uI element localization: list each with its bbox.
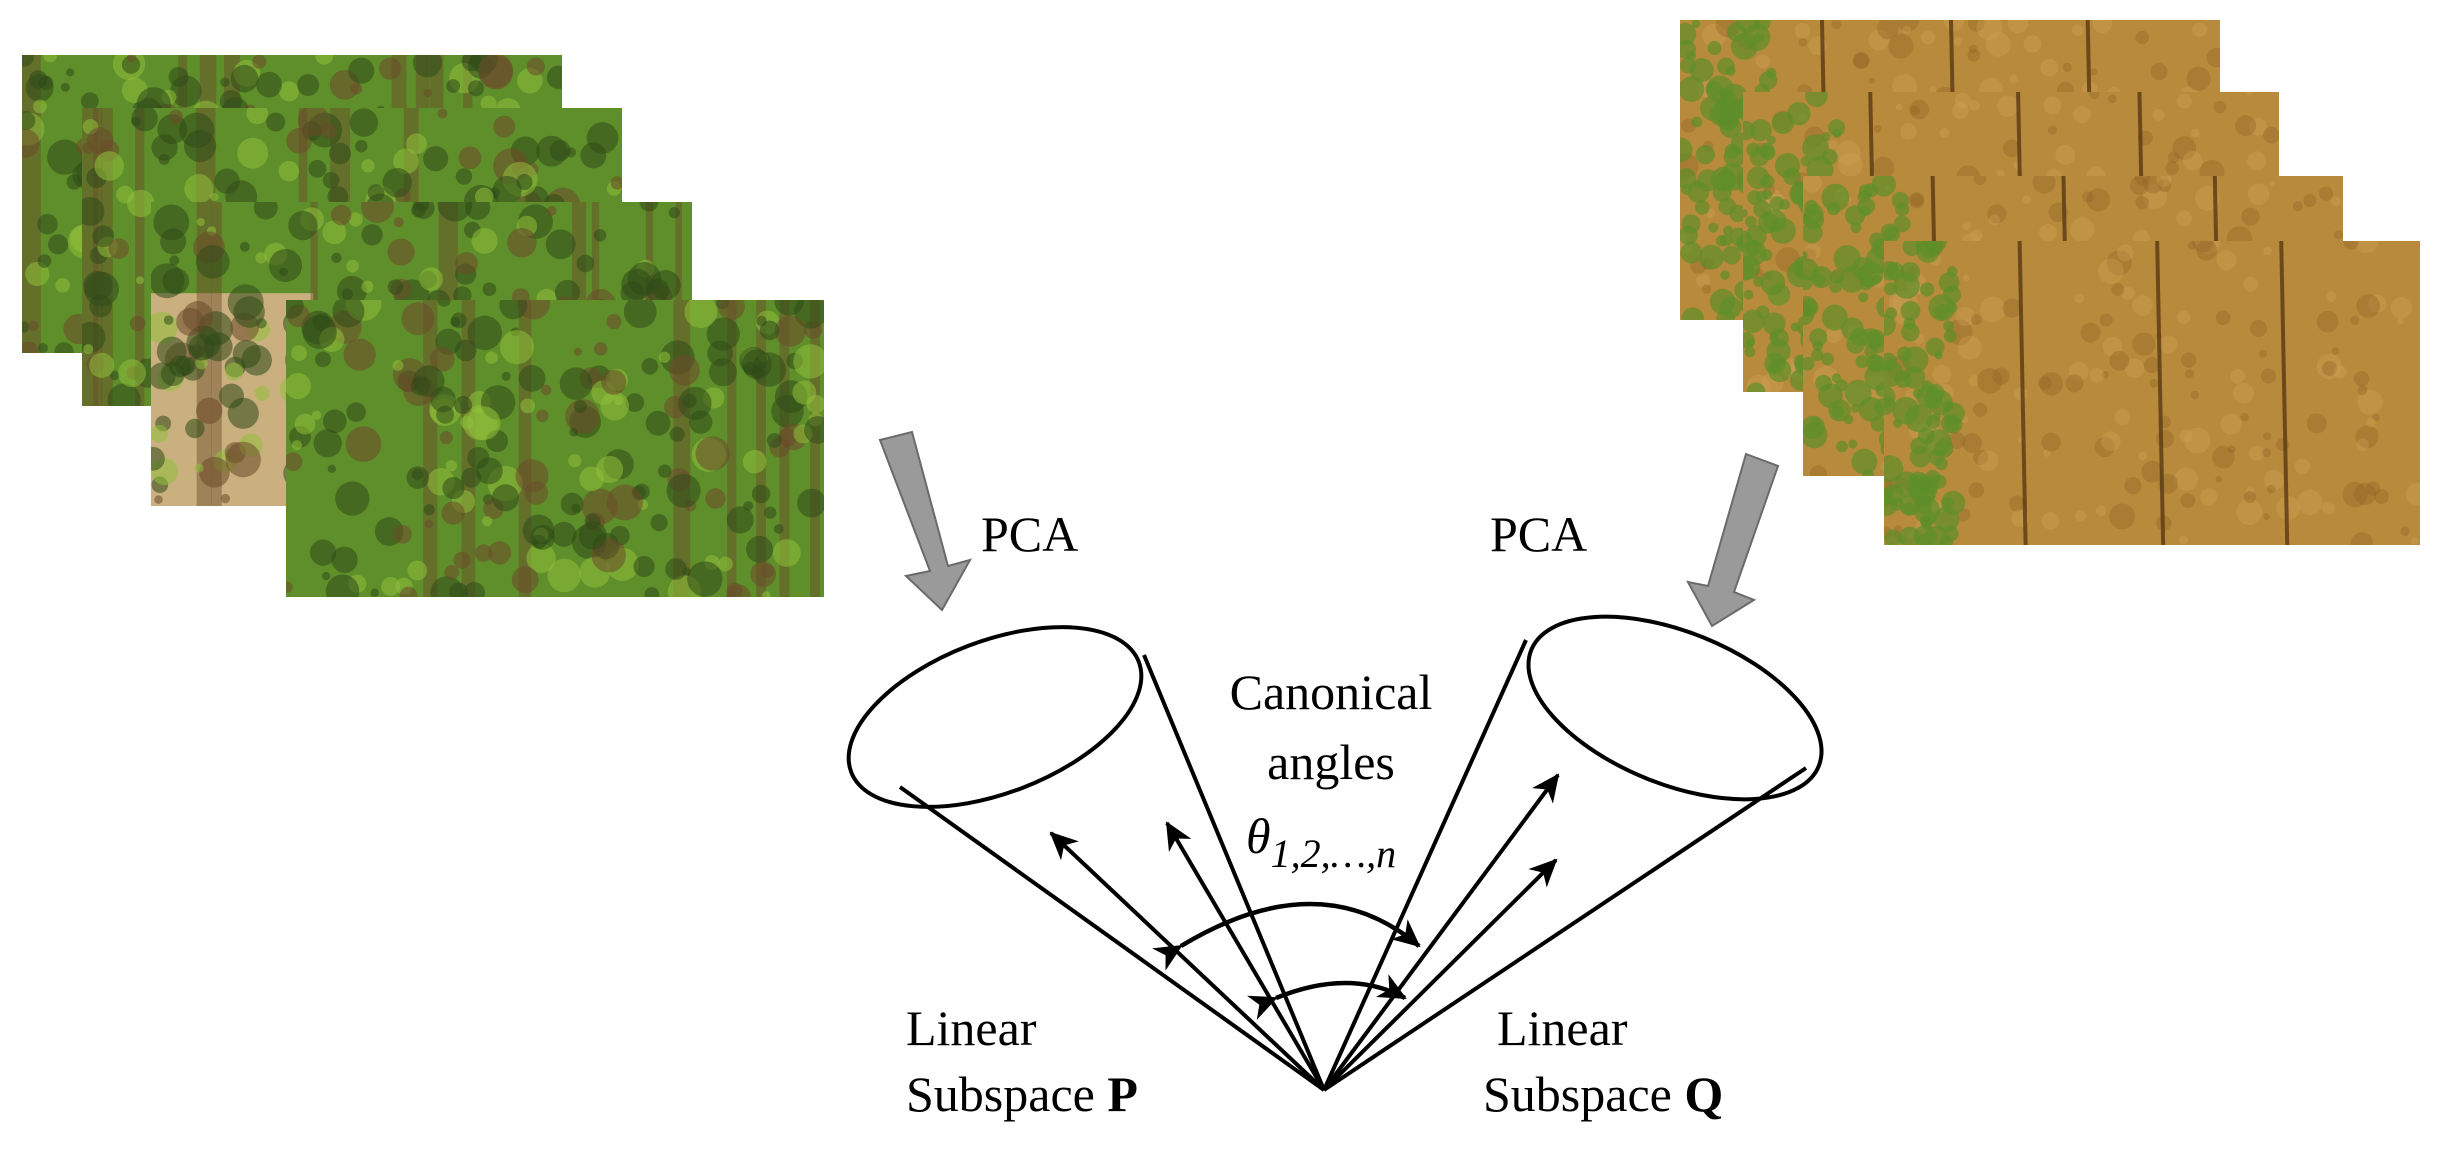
pca-arrow-left <box>878 430 973 612</box>
canonical-label-line2: angles <box>1267 734 1395 790</box>
subspace-q-vectors <box>1322 773 1560 1092</box>
subspace-p-line2: Subspace P <box>906 1066 1138 1122</box>
field-photo <box>1884 241 2420 545</box>
subspace-q-cone <box>1322 614 1824 1092</box>
pca-label-left: PCA <box>981 506 1079 562</box>
canonical-label-line1: Canonical <box>1229 664 1433 720</box>
subspace-q-letter: Q <box>1684 1066 1724 1122</box>
subspace-q-line1: Linear <box>1497 1000 1628 1056</box>
subspace-q-prefix: Subspace <box>1483 1066 1685 1122</box>
canonical-angle-arcs <box>1152 901 1421 1020</box>
subspace-q-line2: Subspace Q <box>1483 1066 1723 1122</box>
theta-subscript: 1,2,…,n <box>1270 831 1397 876</box>
pca-arrow-right <box>1686 452 1780 628</box>
vegetation-image-stack <box>22 55 824 597</box>
vegetation-photo <box>286 300 824 597</box>
subspace-p-line1: Linear <box>906 1000 1037 1056</box>
theta-symbol: θ <box>1246 808 1271 864</box>
pca-label-right: PCA <box>1490 506 1588 562</box>
canonical-angle-symbol: θ1,2,…,n <box>1246 808 1396 876</box>
subspace-p-letter: P <box>1107 1066 1138 1122</box>
field-image-stack <box>1680 20 2420 545</box>
subspace-p-prefix: Subspace <box>906 1066 1108 1122</box>
